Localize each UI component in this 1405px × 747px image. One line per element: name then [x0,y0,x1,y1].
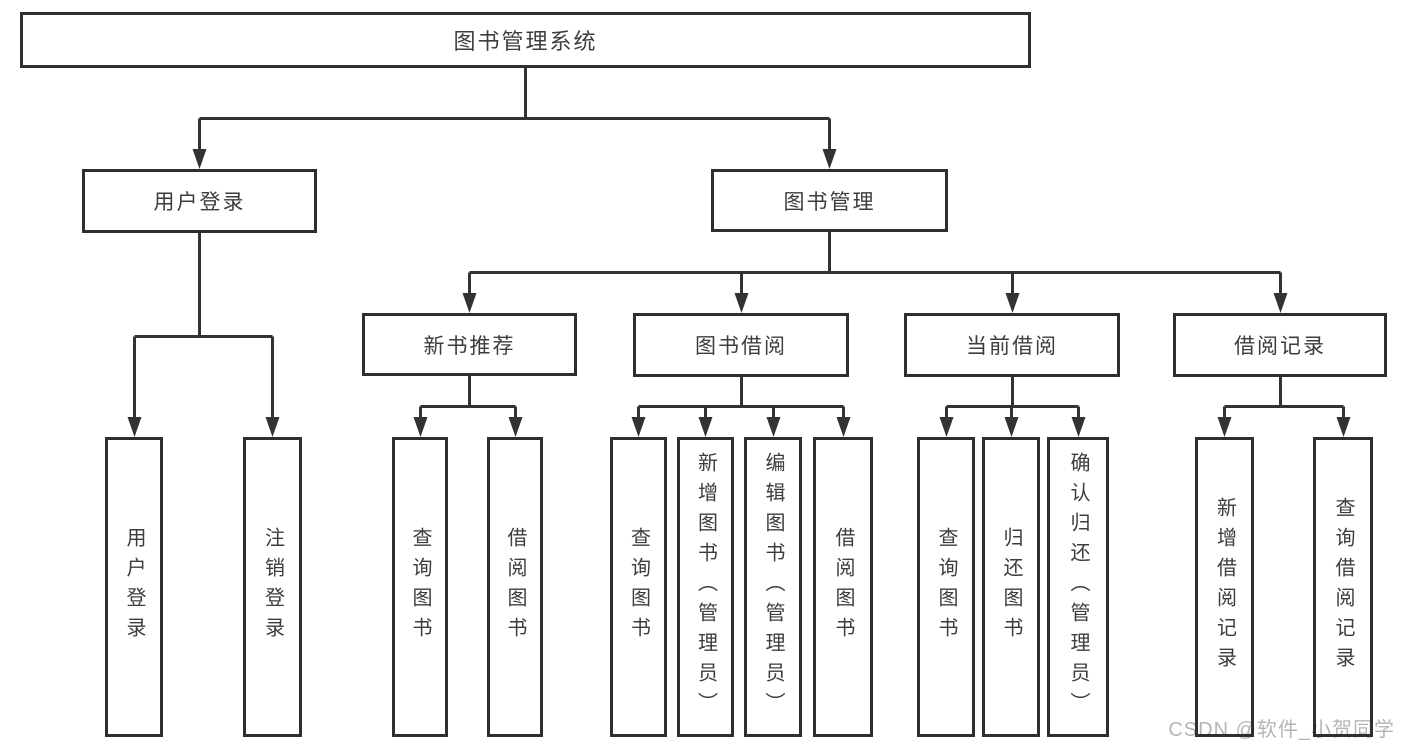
node-label: 新增借阅记录 [1213,497,1236,677]
leaf-query-books-3: 查询图书 [917,437,975,737]
node-borrow-records: 借阅记录 [1173,313,1387,377]
leaf-logout: 注销登录 [243,437,302,737]
csdn-watermark: CSDN @软件_小贺同学 [1168,719,1395,741]
leaf-query-borrow-record: 查询借阅记录 [1313,437,1373,737]
node-label: 归还图书 [1000,527,1022,647]
node-label: 用户登录 [153,191,246,214]
node-label: 确认归还（管理员） [1067,452,1089,722]
leaf-edit-book-admin: 编辑图书（管理员） [744,437,802,737]
leaf-query-books-1: 查询图书 [392,437,448,737]
leaf-borrow-books-1: 借阅图书 [487,437,543,737]
node-library-management-system: 图书管理系统 [20,12,1031,68]
node-book-management: 图书管理 [711,169,948,232]
node-label: 注销登录 [261,527,284,647]
node-label: 图书管理 [783,190,876,214]
node-label: 当前借阅 [966,335,1058,358]
node-label: 图书管理系统 [453,29,598,54]
connector-borrow-records-children [1217,377,1351,437]
node-label: 新书推荐 [423,334,516,358]
leaf-add-borrow-record: 新增借阅记录 [1195,437,1254,737]
node-new-book-recommend: 新书推荐 [362,313,577,376]
connector-book-borrow-children [631,377,851,437]
node-label: 查询借阅记录 [1332,497,1354,677]
node-user-login: 用户登录 [82,169,317,233]
connector-new-book-children [413,376,523,437]
node-label: 图书借阅 [695,335,787,358]
node-label: 借阅记录 [1234,335,1326,358]
node-current-borrow: 当前借阅 [904,313,1120,377]
node-label: 新增图书（管理员） [694,452,717,722]
connector-book-management-children [462,232,1288,313]
node-label: 用户登录 [123,527,145,647]
connector-root-to-level1 [192,68,837,169]
node-label: 借阅图书 [504,527,526,647]
connector-current-borrow-children [939,377,1086,437]
connector-user-login-children [127,233,280,437]
node-label: 查询图书 [935,527,957,647]
leaf-confirm-return-admin: 确认归还（管理员） [1047,437,1109,737]
leaf-borrow-books-2: 借阅图书 [813,437,873,737]
leaf-query-books-2: 查询图书 [610,437,667,737]
node-label: 借阅图书 [832,527,854,647]
node-book-borrow: 图书借阅 [633,313,849,377]
leaf-return-book: 归还图书 [982,437,1040,737]
leaf-add-book-admin: 新增图书（管理员） [677,437,734,737]
leaf-user-login: 用户登录 [105,437,163,737]
node-label: 查询图书 [627,527,650,647]
node-label: 查询图书 [409,527,431,647]
node-label: 编辑图书（管理员） [762,452,784,722]
